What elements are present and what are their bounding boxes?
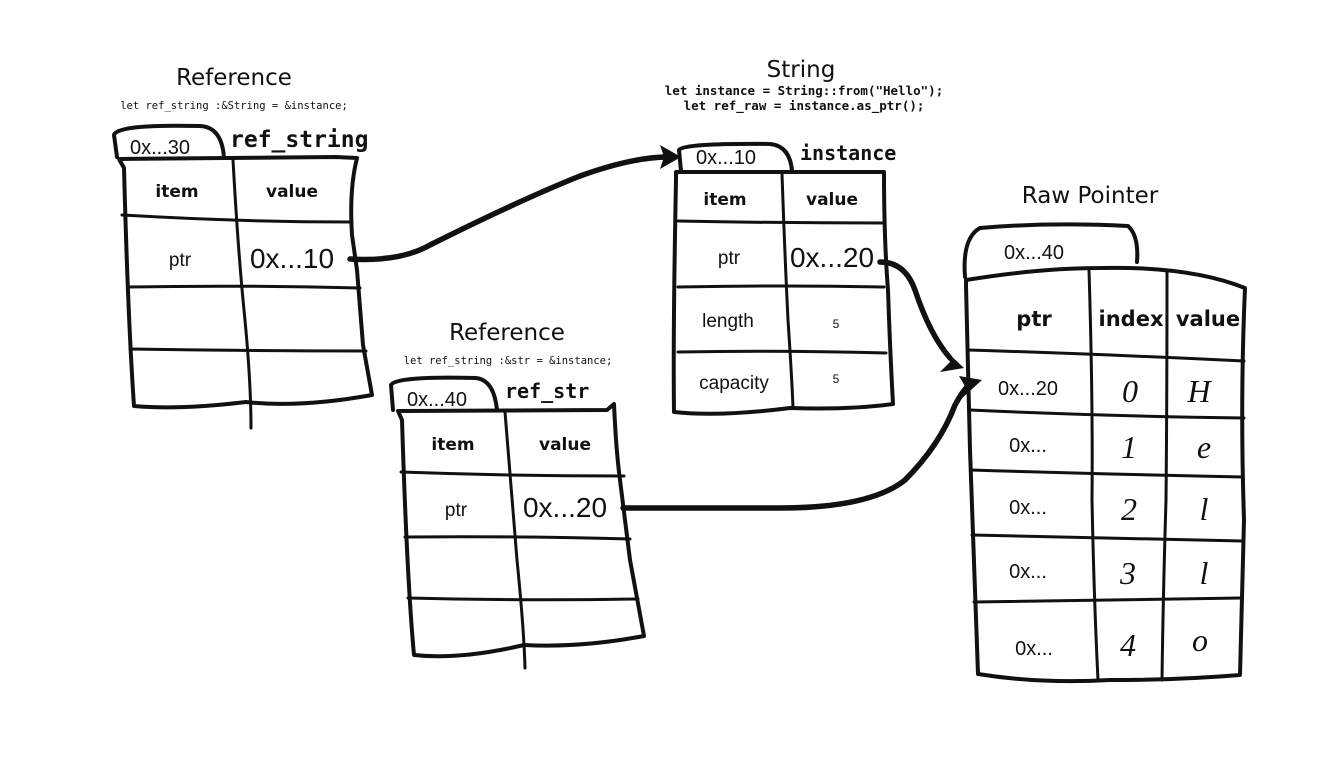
ref-str-title: Reference — [449, 320, 565, 346]
raw-pointer-header-ptr: ptr — [1016, 307, 1052, 331]
ref-string-table-frame — [117, 155, 374, 410]
ref-string-row-ptr-item: ptr — [169, 250, 192, 271]
arrowhead-instance-icon — [660, 145, 681, 169]
string-row-ptr-value: 0x...20 — [790, 242, 874, 273]
string-code-line-1: let instance = String::from("Hello"); — [665, 83, 943, 98]
raw-pointer-row-index: 1 — [1121, 429, 1137, 465]
raw-pointer-header-index: index — [1099, 307, 1164, 331]
arrow-ref-str-to-raw — [620, 383, 971, 511]
raw-pointer-row-value: l — [1200, 555, 1209, 591]
string-instance-tab — [677, 141, 794, 173]
raw-pointer-row-value: e — [1197, 429, 1211, 465]
ref-string-header-value: value — [266, 182, 318, 202]
string-header-item: item — [703, 190, 746, 210]
raw-pointer-row-ptr: 0x...20 — [998, 378, 1058, 400]
ref-str-tab — [389, 375, 499, 412]
string-header-value: value — [806, 190, 858, 210]
raw-pointer-row-index: 3 — [1119, 555, 1136, 591]
ref-string-code: let ref_string :&String = &instance; — [120, 100, 348, 112]
raw-pointer-row-ptr: 0x... — [1009, 561, 1047, 583]
string-instance-table-frame — [671, 170, 895, 416]
raw-pointer-row-ptr: 0x... — [1009, 497, 1047, 519]
ref-string-row-ptr-value: 0x...10 — [250, 243, 334, 274]
raw-pointer-row-index: 0 — [1122, 373, 1138, 409]
raw-pointer-row-value: H — [1186, 373, 1212, 409]
ref-str-table-frame — [396, 402, 646, 659]
arrow-ref-string-to-instance — [347, 154, 668, 263]
raw-pointer-tab — [962, 222, 1140, 279]
string-row-ptr-item: ptr — [718, 248, 741, 269]
ref-str-block: Reference let ref_string :&str = &instan… — [389, 320, 646, 670]
arrow-instance-ptr-to-raw — [877, 259, 953, 361]
ref-string-header-item: item — [155, 182, 198, 202]
raw-pointer-row-value: l — [1200, 491, 1209, 527]
string-row-length-item: length — [702, 311, 754, 332]
raw-pointer-table-frame — [964, 265, 1247, 684]
ref-string-address: 0x...30 — [130, 137, 190, 159]
string-row-capacity-item: capacity — [699, 373, 769, 394]
raw-pointer-row-value: o — [1192, 622, 1208, 658]
ref-string-name: ref_string — [230, 127, 368, 153]
string-title: String — [767, 57, 836, 83]
string-instance-name: instance — [800, 141, 896, 165]
ref-str-row-ptr-value: 0x...20 — [523, 492, 607, 523]
raw-pointer-row-ptr: 0x... — [1015, 638, 1053, 660]
ref-string-title: Reference — [176, 65, 292, 91]
raw-pointer-address: 0x...40 — [1004, 242, 1064, 264]
raw-pointer-title: Raw Pointer — [1022, 183, 1159, 209]
ref-str-row-ptr-item: ptr — [445, 500, 468, 521]
ref-string-block: Reference let ref_string :&String = &ins… — [112, 65, 374, 430]
string-row-capacity-value: 5 — [833, 372, 840, 386]
arrowhead-raw-top-icon — [940, 349, 964, 372]
string-row-length-value: 5 — [833, 317, 840, 331]
string-code-line-2: let ref_raw = instance.as_ptr(); — [684, 98, 925, 114]
ref-str-header-value: value — [539, 435, 591, 455]
ref-string-tab — [112, 123, 226, 160]
raw-pointer-row-ptr: 0x... — [1009, 435, 1047, 457]
arrowhead-raw-bottom-icon — [959, 376, 982, 400]
string-instance-address: 0x...10 — [696, 147, 756, 169]
raw-pointer-row-index: 2 — [1121, 491, 1137, 527]
ref-str-code: let ref_string :&str = &instance; — [404, 355, 613, 367]
raw-pointer-row-index: 4 — [1120, 627, 1136, 663]
ref-str-name: ref_str — [505, 379, 589, 403]
string-instance-block: String let instance = String::from("Hell… — [665, 57, 943, 416]
arrows — [347, 145, 982, 511]
raw-pointer-block: Raw Pointer 0x...40 ptr index value 0x..… — [962, 183, 1247, 684]
raw-pointer-header-value: value — [1176, 307, 1240, 331]
ref-str-address: 0x...40 — [407, 389, 467, 411]
ref-str-header-item: item — [431, 435, 474, 455]
